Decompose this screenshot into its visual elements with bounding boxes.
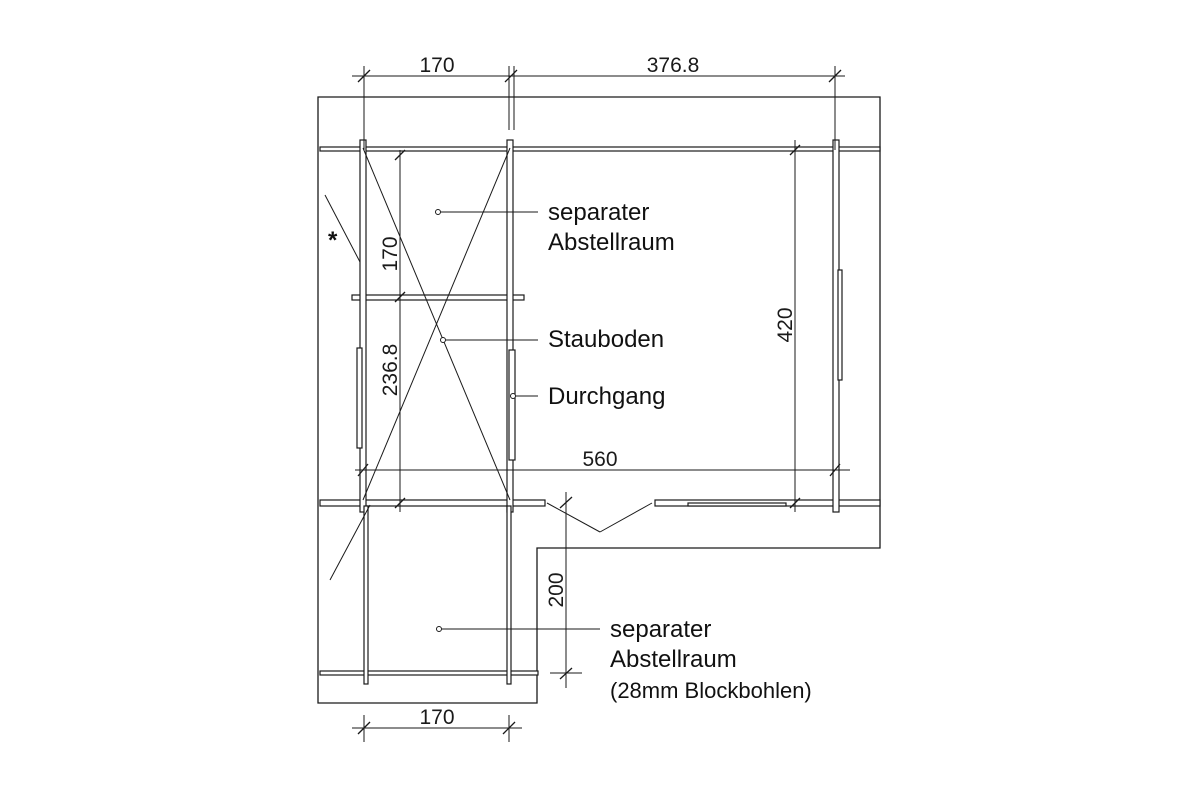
window-right [837, 269, 843, 381]
dim-annex-tick-1 [559, 496, 573, 509]
marker-line-top [324, 194, 361, 263]
dim-width-total: 560 [582, 448, 617, 471]
leader-dot-passage [510, 393, 516, 399]
dim-inner-tick-2 [394, 291, 406, 303]
dim-top-tick-1 [357, 69, 371, 83]
leader-dot-storage-top [435, 209, 441, 215]
dim-annex-depth: 200 [545, 572, 568, 607]
loft-diagonal-2 [362, 147, 511, 501]
dim-bottom-tick-1 [357, 721, 371, 735]
label-storage-bottom-1: separater [610, 616, 711, 643]
passage-opening [508, 349, 516, 461]
marker-asterisk: * [328, 227, 338, 254]
wall-annex-bottom [319, 670, 539, 676]
dim-top-tick-2 [504, 69, 518, 83]
dim-right-vertical: 420 [774, 307, 797, 342]
door-swing-left [546, 502, 601, 533]
dim-inner-lower: 236.8 [379, 344, 402, 397]
door-swing-right [599, 502, 653, 533]
label-storage-top-1: separater [548, 199, 649, 226]
dim-bottom-width: 170 [419, 706, 454, 729]
window-left [356, 347, 363, 449]
window-bottom [687, 502, 787, 507]
dim-top-tick-3 [828, 69, 842, 83]
dim-top-left: 170 [419, 54, 454, 77]
leader-dot-storage-bottom [436, 626, 442, 632]
dim-inner-upper: 170 [379, 236, 402, 271]
wall-top [319, 146, 881, 152]
dim-width-tick-1 [357, 463, 369, 477]
label-passage: Durchgang [548, 383, 665, 410]
label-storage-bottom-3: (28mm Blockbohlen) [610, 678, 812, 703]
leader-dot-loft [440, 337, 446, 343]
dim-top-right: 376.8 [647, 54, 700, 77]
wall-left [359, 139, 367, 513]
dim-right-tick-2 [789, 497, 801, 509]
dim-inner-tick-1 [394, 149, 406, 161]
base-platform-outline [317, 96, 881, 704]
marker-line-bottom [329, 504, 371, 581]
annex-wall-right [506, 505, 512, 685]
dim-bottom-tick-2 [502, 721, 516, 735]
dim-inner-tick-3 [394, 497, 406, 509]
dim-width-tick-2 [829, 463, 841, 477]
dim-right-tick-1 [789, 144, 801, 156]
annex-wall-left [363, 505, 369, 685]
label-loft: Stauboden [548, 326, 664, 353]
label-storage-top-2: Abstellraum [548, 229, 675, 256]
partition-upper [351, 294, 525, 301]
wall-bottom-left [319, 499, 546, 507]
label-storage-bottom-2: Abstellraum [610, 646, 737, 673]
